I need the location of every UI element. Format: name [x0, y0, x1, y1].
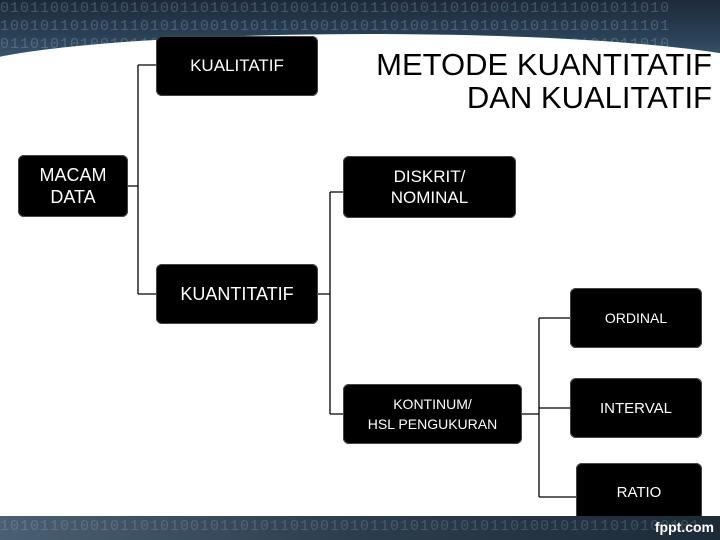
footer-logo: fppt.com — [654, 519, 714, 535]
footer-bar: 1010110100101101010010110101101001010110… — [0, 516, 720, 540]
connector-kuantitatif — [318, 191, 343, 415]
node-kontinum: KONTINUM/ HSL PENGUKURAN — [343, 384, 522, 444]
footer-binary-pattern: 1010110100101101010010110101101001010110… — [0, 518, 701, 535]
node-kualitatif-label: KUALITATIF — [190, 56, 284, 75]
node-ordinal: ORDINAL — [570, 288, 702, 348]
node-ordinal-label: ORDINAL — [604, 310, 668, 326]
node-ratio: RATIO — [576, 463, 702, 521]
node-kuantitatif-label: KUANTITATIF — [180, 283, 294, 304]
slide-title: METODE KUANTITATIF DAN KUALITATIF — [376, 47, 712, 115]
node-macam-data: MACAM DATA — [18, 155, 128, 217]
node-macam-data-label: MACAM DATA — [39, 165, 107, 207]
node-ratio-label: RATIO — [616, 483, 662, 501]
connector-kontinum — [522, 317, 576, 498]
node-diskrit-nominal: DISKRIT/ NOMINAL — [343, 156, 516, 218]
connector-macam-data — [128, 64, 156, 295]
node-kualitatif: KUALITATIF — [156, 36, 318, 96]
node-kontinum-label: KONTINUM/ HSL PENGUKURAN — [367, 396, 498, 432]
node-interval-label: INTERVAL — [600, 399, 672, 417]
node-kuantitatif: KUANTITATIF — [156, 264, 318, 324]
node-diskrit-nominal-label: DISKRIT/ NOMINAL — [390, 167, 469, 207]
node-interval: INTERVAL — [570, 378, 702, 438]
header-banner: 0101100101010101001101010110100110101110… — [0, 0, 720, 60]
